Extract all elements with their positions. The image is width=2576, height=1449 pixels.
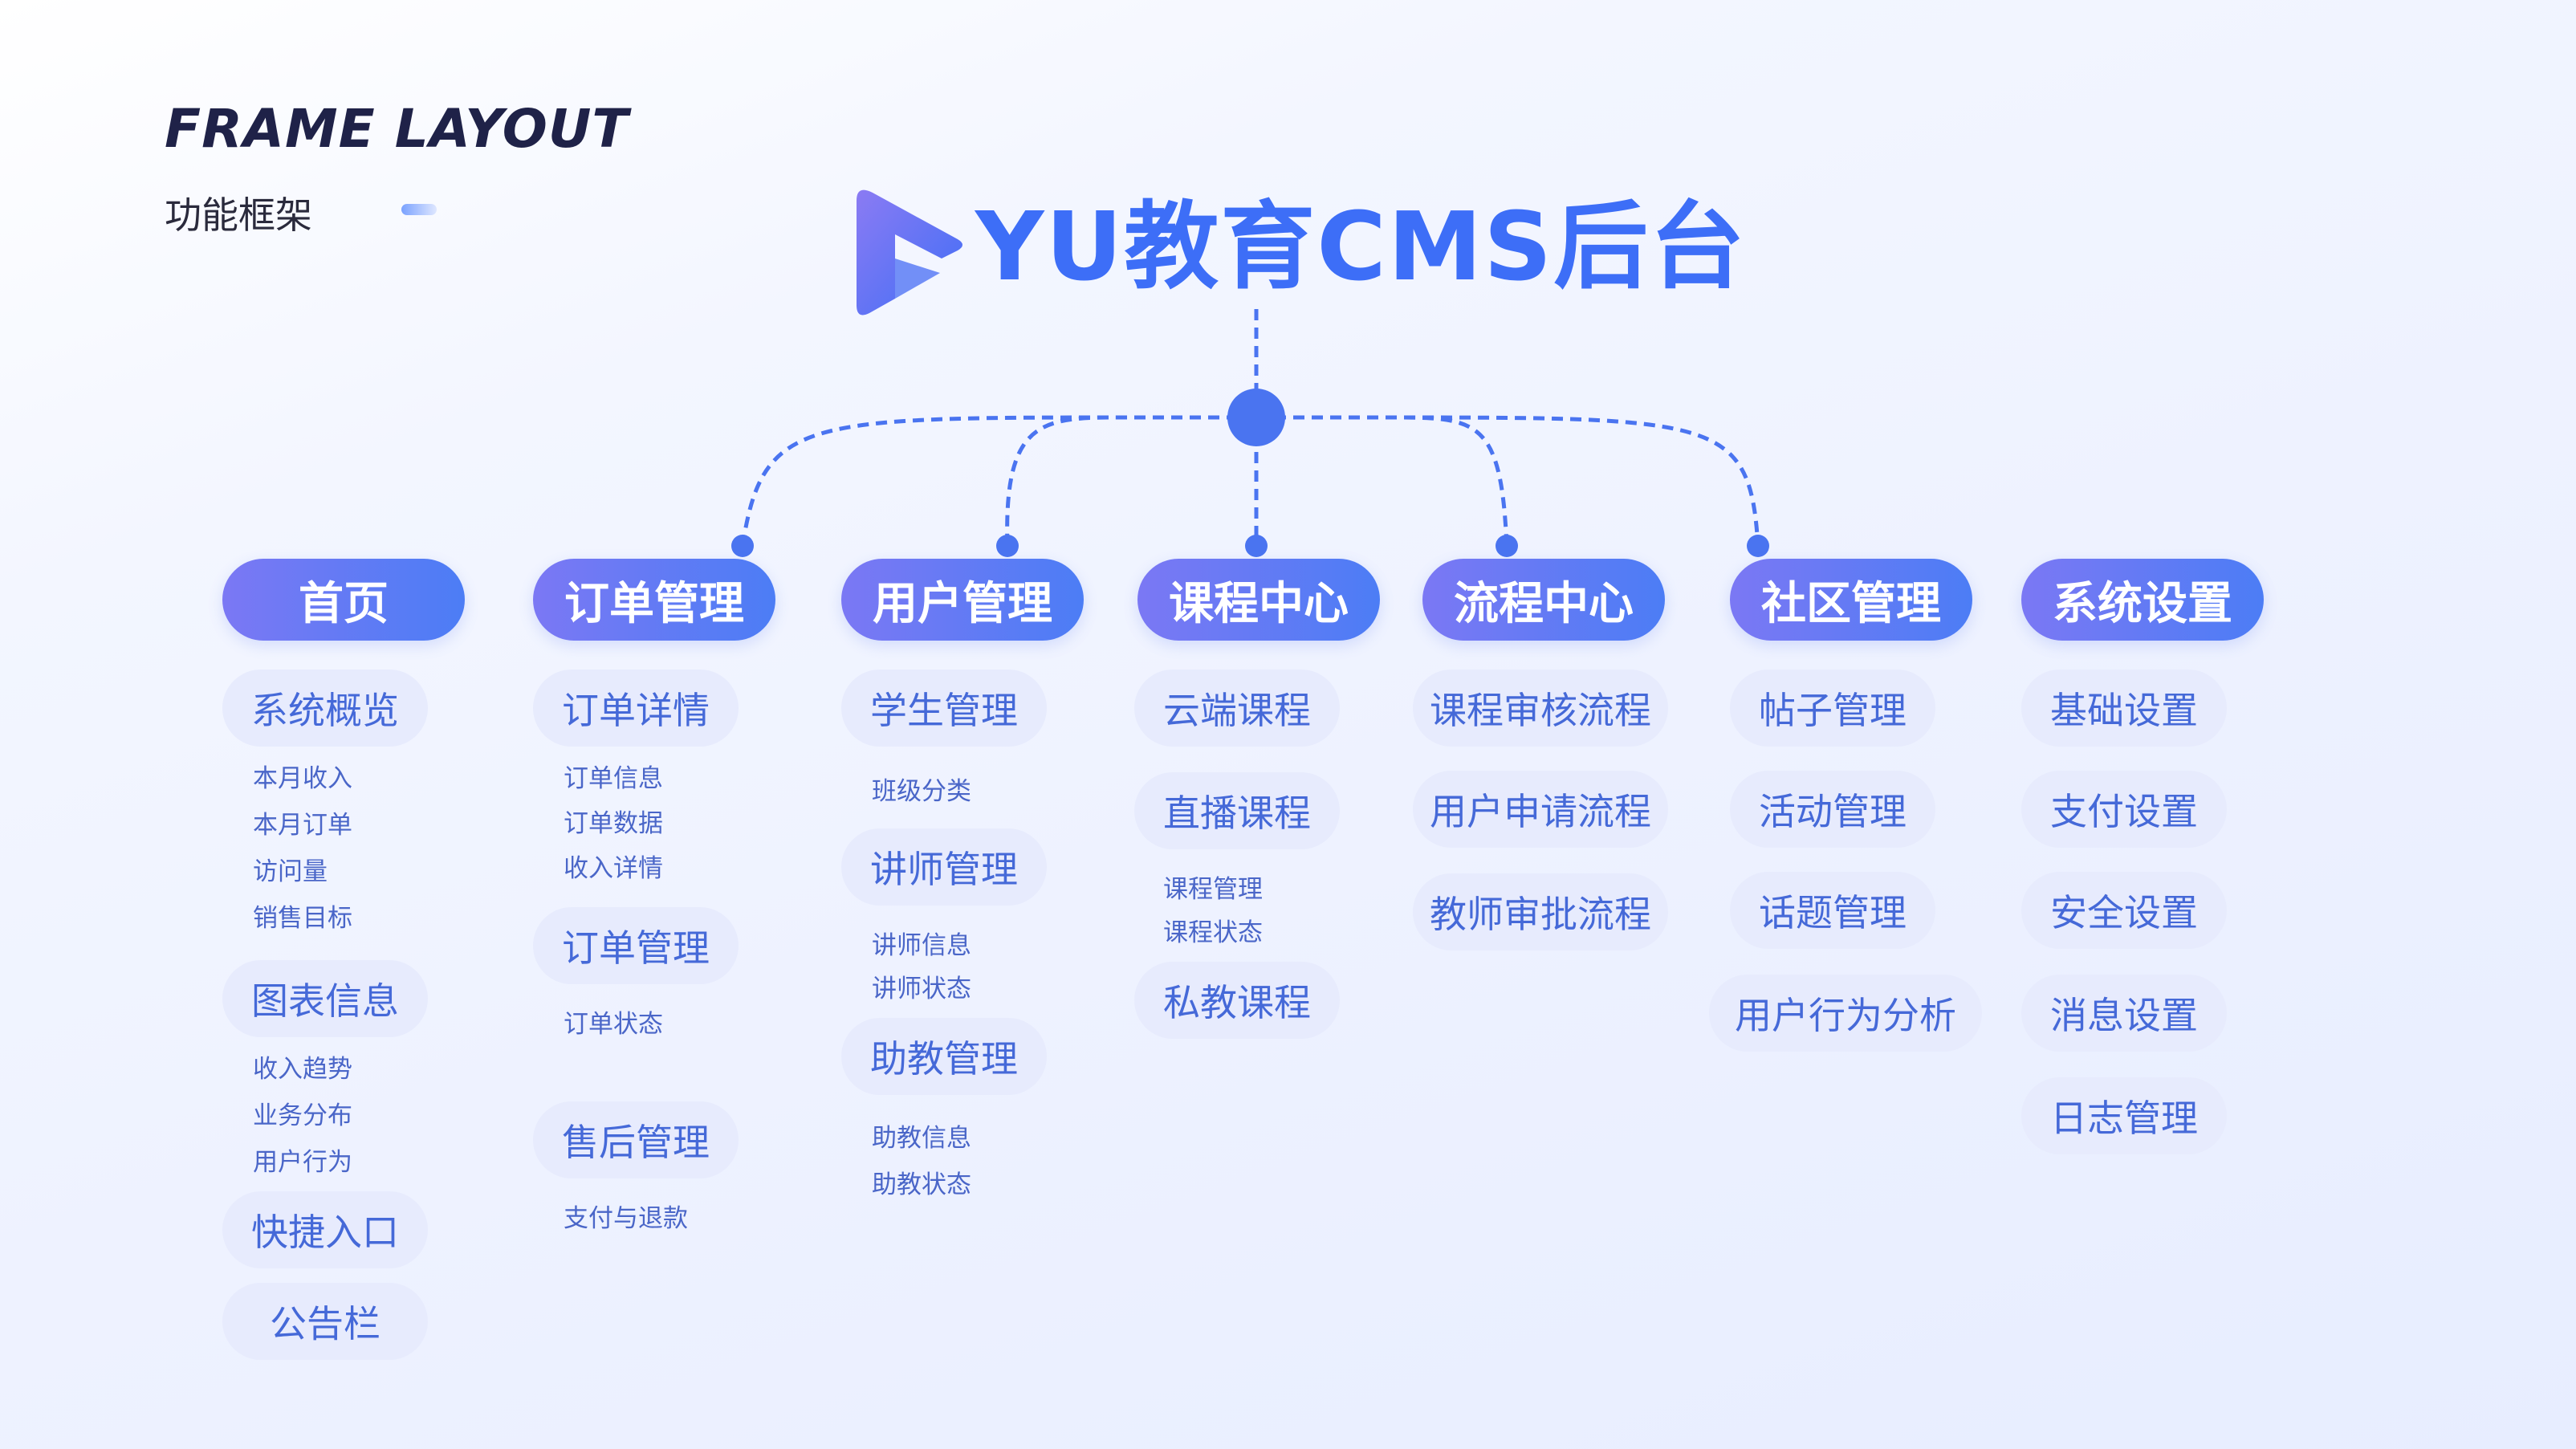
sub-module-pill[interactable]: 图表信息 bbox=[222, 960, 428, 1037]
leaf-item: 本月订单 bbox=[253, 811, 352, 840]
sub-module-pill[interactable]: 安全设置 bbox=[2021, 872, 2227, 949]
play-logo-icon bbox=[857, 189, 962, 315]
module-header[interactable]: 系统设置 bbox=[2021, 559, 2264, 641]
module-header[interactable]: 社区管理 bbox=[1730, 559, 1972, 641]
sub-module-pill[interactable]: 助教管理 bbox=[841, 1018, 1047, 1095]
leaf-item: 订单状态 bbox=[564, 1010, 663, 1039]
leaf-item: 本月收入 bbox=[253, 764, 352, 793]
leaf-item: 订单信息 bbox=[564, 764, 663, 793]
leaf-item: 访问量 bbox=[253, 857, 328, 886]
brand-title: YU教育CMS后台 bbox=[975, 191, 1747, 302]
sub-module-pill[interactable]: 用户行为分析 bbox=[1709, 975, 1982, 1052]
sub-module-pill[interactable]: 课程审核流程 bbox=[1413, 670, 1668, 747]
module-header[interactable]: 流程中心 bbox=[1422, 559, 1665, 641]
sub-module-pill[interactable]: 话题管理 bbox=[1730, 872, 1935, 949]
sub-module-pill[interactable]: 学生管理 bbox=[841, 670, 1047, 747]
leaf-item: 助教状态 bbox=[872, 1170, 971, 1199]
sub-module-pill[interactable]: 快捷入口 bbox=[222, 1191, 428, 1268]
module-header[interactable]: 用户管理 bbox=[841, 559, 1084, 641]
leaf-item: 讲师状态 bbox=[872, 975, 971, 1003]
leaf-item: 助教信息 bbox=[872, 1124, 971, 1153]
frame-title: FRAME LAYOUT bbox=[165, 98, 629, 160]
subtitle-accent-bar bbox=[401, 204, 437, 215]
leaf-item: 课程状态 bbox=[1163, 918, 1263, 947]
sub-module-pill[interactable]: 支付设置 bbox=[2021, 771, 2227, 848]
sub-module-pill[interactable]: 教师审批流程 bbox=[1413, 873, 1668, 950]
sub-module-pill[interactable]: 云端课程 bbox=[1134, 670, 1340, 747]
sub-module-pill[interactable]: 公告栏 bbox=[222, 1283, 428, 1360]
frame-subtitle: 功能框架 bbox=[165, 193, 312, 237]
leaf-item: 收入趋势 bbox=[253, 1055, 352, 1084]
sub-module-pill[interactable]: 帖子管理 bbox=[1730, 670, 1935, 747]
module-header[interactable]: 课程中心 bbox=[1137, 559, 1380, 641]
sub-module-pill[interactable]: 讲师管理 bbox=[841, 828, 1047, 906]
leaf-item: 班级分类 bbox=[872, 777, 971, 806]
leaf-item: 讲师信息 bbox=[872, 931, 971, 960]
sub-module-pill[interactable]: 直播课程 bbox=[1134, 772, 1340, 849]
sub-module-pill[interactable]: 私教课程 bbox=[1134, 962, 1340, 1039]
sub-module-pill[interactable]: 售后管理 bbox=[533, 1101, 739, 1178]
sub-module-pill[interactable]: 基础设置 bbox=[2021, 670, 2227, 747]
sub-module-pill[interactable]: 日志管理 bbox=[2021, 1077, 2227, 1154]
leaf-item: 支付与退款 bbox=[564, 1204, 688, 1233]
leaf-item: 用户行为 bbox=[253, 1148, 352, 1177]
sub-module-pill[interactable]: 用户申请流程 bbox=[1413, 771, 1668, 848]
sub-module-pill[interactable]: 系统概览 bbox=[222, 670, 428, 747]
leaf-item: 课程管理 bbox=[1163, 875, 1263, 904]
sub-module-pill[interactable]: 消息设置 bbox=[2021, 975, 2227, 1052]
leaf-item: 订单数据 bbox=[564, 809, 663, 838]
module-header[interactable]: 首页 bbox=[222, 559, 465, 641]
leaf-item: 业务分布 bbox=[253, 1101, 352, 1130]
module-header[interactable]: 订单管理 bbox=[533, 559, 775, 641]
leaf-item: 收入详情 bbox=[564, 854, 663, 883]
sub-module-pill[interactable]: 订单管理 bbox=[533, 907, 739, 984]
leaf-item: 销售目标 bbox=[253, 904, 352, 933]
sub-module-pill[interactable]: 订单详情 bbox=[533, 670, 739, 747]
sub-module-pill[interactable]: 活动管理 bbox=[1730, 771, 1935, 848]
